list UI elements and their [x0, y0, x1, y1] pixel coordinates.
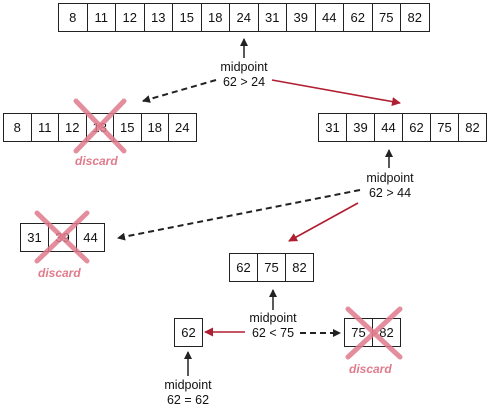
array-cell: 62 [402, 113, 431, 142]
discard-label-1: discard [75, 154, 118, 168]
array-cell: 82 [372, 318, 401, 347]
array-cell: 18 [140, 113, 169, 142]
comparison-text: 62 = 62 [166, 393, 210, 407]
discard-label-2: discard [38, 266, 81, 280]
dashed-arrow-discard-left-2 [117, 189, 361, 241]
discard-label-3: discard [349, 362, 392, 376]
red-arrow-keep-right-2 [288, 202, 359, 242]
array-cell: 39 [286, 3, 316, 32]
midpoint-label-4: midpoint 62 = 62 [158, 378, 218, 408]
array-cell: 82 [400, 3, 430, 32]
array-cell: 15 [172, 3, 202, 32]
array-cell: 31 [257, 3, 287, 32]
array-cell: 82 [458, 113, 487, 142]
red-arrow-keep-right-1 [271, 79, 401, 107]
array-cell: 31 [20, 223, 49, 252]
midpoint-text: midpoint [366, 171, 414, 185]
array-cell: 12 [58, 113, 87, 142]
midpoint-text: midpoint [249, 311, 297, 325]
midpoint-label-1: midpoint 62 > 24 [214, 60, 274, 90]
array-cell: 62 [174, 318, 203, 347]
array-cell: 75 [257, 253, 286, 282]
array-cell: 24 [168, 113, 197, 142]
array-cell: 75 [344, 318, 373, 347]
array-cell: 39 [48, 223, 77, 252]
midpoint-label-2: midpoint 62 > 44 [360, 171, 420, 201]
array-cell: 75 [371, 3, 401, 32]
array-cell: 44 [76, 223, 105, 252]
array-cell: 8 [58, 3, 88, 32]
midpoint-text: midpoint [220, 60, 268, 74]
array-cell: 44 [374, 113, 403, 142]
array-cell: 31 [318, 113, 347, 142]
array-cell: 11 [30, 113, 59, 142]
midpoint-label-3: midpoint 62 < 75 [243, 311, 303, 341]
comparison-text: 62 > 24 [222, 75, 266, 89]
array-cell: 82 [285, 253, 314, 282]
midpoint-text: midpoint [164, 378, 212, 392]
array-cell: 13 [85, 113, 114, 142]
array-cell: 62 [229, 253, 258, 282]
array-cell: 13 [143, 3, 173, 32]
array-cell: 12 [115, 3, 145, 32]
array-cell: 62 [343, 3, 373, 32]
array-cell: 15 [113, 113, 142, 142]
comparison-text: 62 > 44 [368, 186, 412, 200]
array-cell: 24 [229, 3, 259, 32]
array-cell: 11 [86, 3, 116, 32]
dashed-arrow-discard-left-1 [142, 79, 217, 103]
comparison-text: 62 < 75 [251, 326, 295, 340]
array-cell: 39 [346, 113, 375, 142]
array-cell: 44 [314, 3, 344, 32]
array-step3-left: 62 [174, 318, 203, 347]
array-cell: 8 [3, 113, 32, 142]
array-cell: 18 [200, 3, 230, 32]
array-cell: 75 [430, 113, 459, 142]
